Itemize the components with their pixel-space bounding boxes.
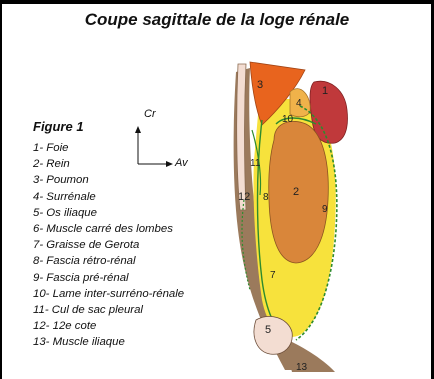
label-iliac-bone: 5 — [265, 324, 271, 336]
label-adrenal: 4 — [296, 98, 302, 109]
label-rib: 12 — [238, 191, 250, 203]
rib-strip — [237, 64, 246, 210]
label-lung: 3 — [257, 79, 263, 91]
orientation-arrows — [135, 126, 173, 167]
label-gerota-fat: 7 — [270, 270, 276, 281]
label-iliac-muscle: 13 — [296, 362, 308, 373]
label-liver: 1 — [322, 85, 328, 97]
label-retro-renal-fascia: 8 — [263, 192, 269, 203]
label-pre-renal-fascia: 9 — [322, 204, 328, 215]
label-pleural-recess: 11 — [250, 158, 261, 169]
label-inter-lamina: 10 — [282, 114, 294, 125]
label-kidney: 2 — [293, 186, 299, 198]
